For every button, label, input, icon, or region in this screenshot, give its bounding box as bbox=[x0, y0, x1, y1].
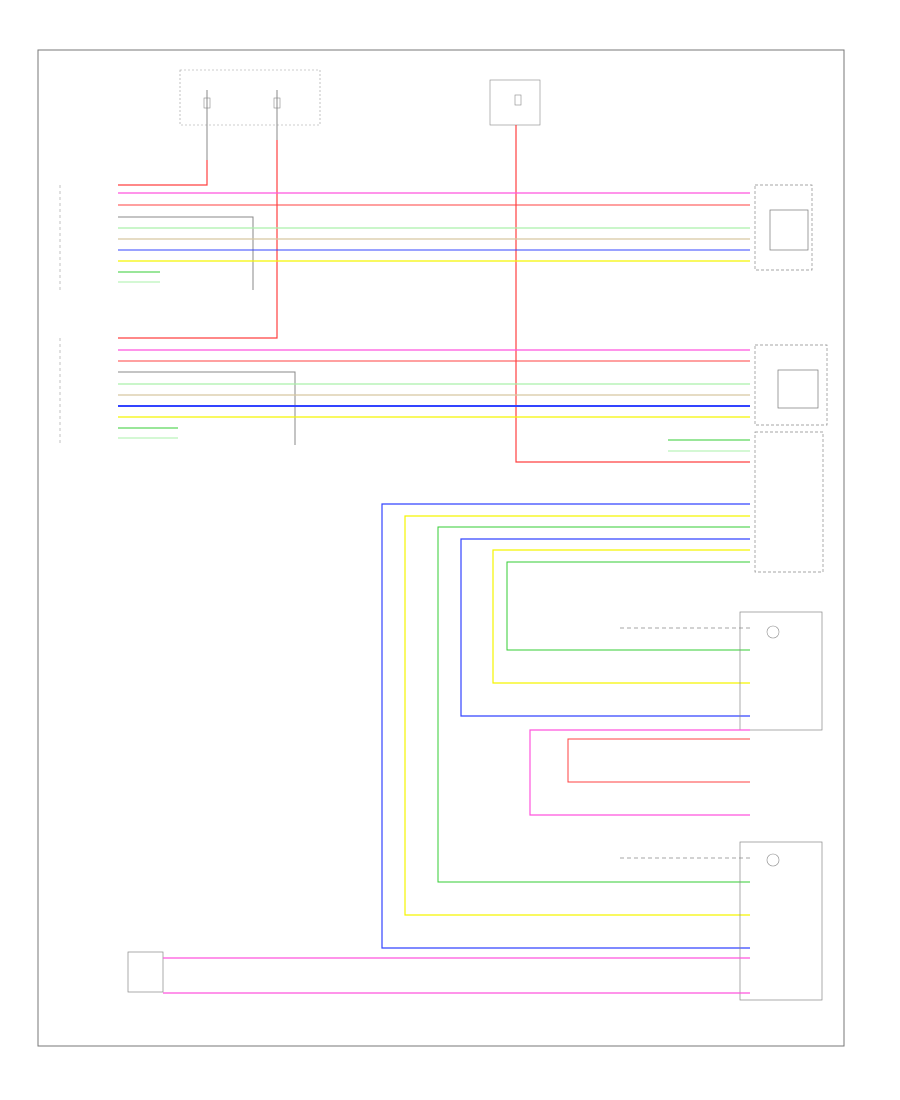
driver-seat-bundle bbox=[118, 192, 750, 290]
mirror-loop-wires bbox=[381, 503, 750, 949]
lumbar-passenger bbox=[754, 344, 828, 426]
mirror-left bbox=[620, 841, 823, 1001]
left-switch bbox=[127, 951, 750, 994]
seat-mirror-unit bbox=[668, 431, 824, 573]
fuse-feed-wires bbox=[118, 125, 750, 463]
mirror-right bbox=[529, 611, 823, 816]
fuse-block-left bbox=[179, 69, 321, 160]
lumbar-driver bbox=[754, 184, 813, 271]
diagram-frame bbox=[37, 49, 845, 1047]
fuse-block-right bbox=[489, 79, 541, 126]
passenger-seat-bundle bbox=[118, 349, 750, 445]
